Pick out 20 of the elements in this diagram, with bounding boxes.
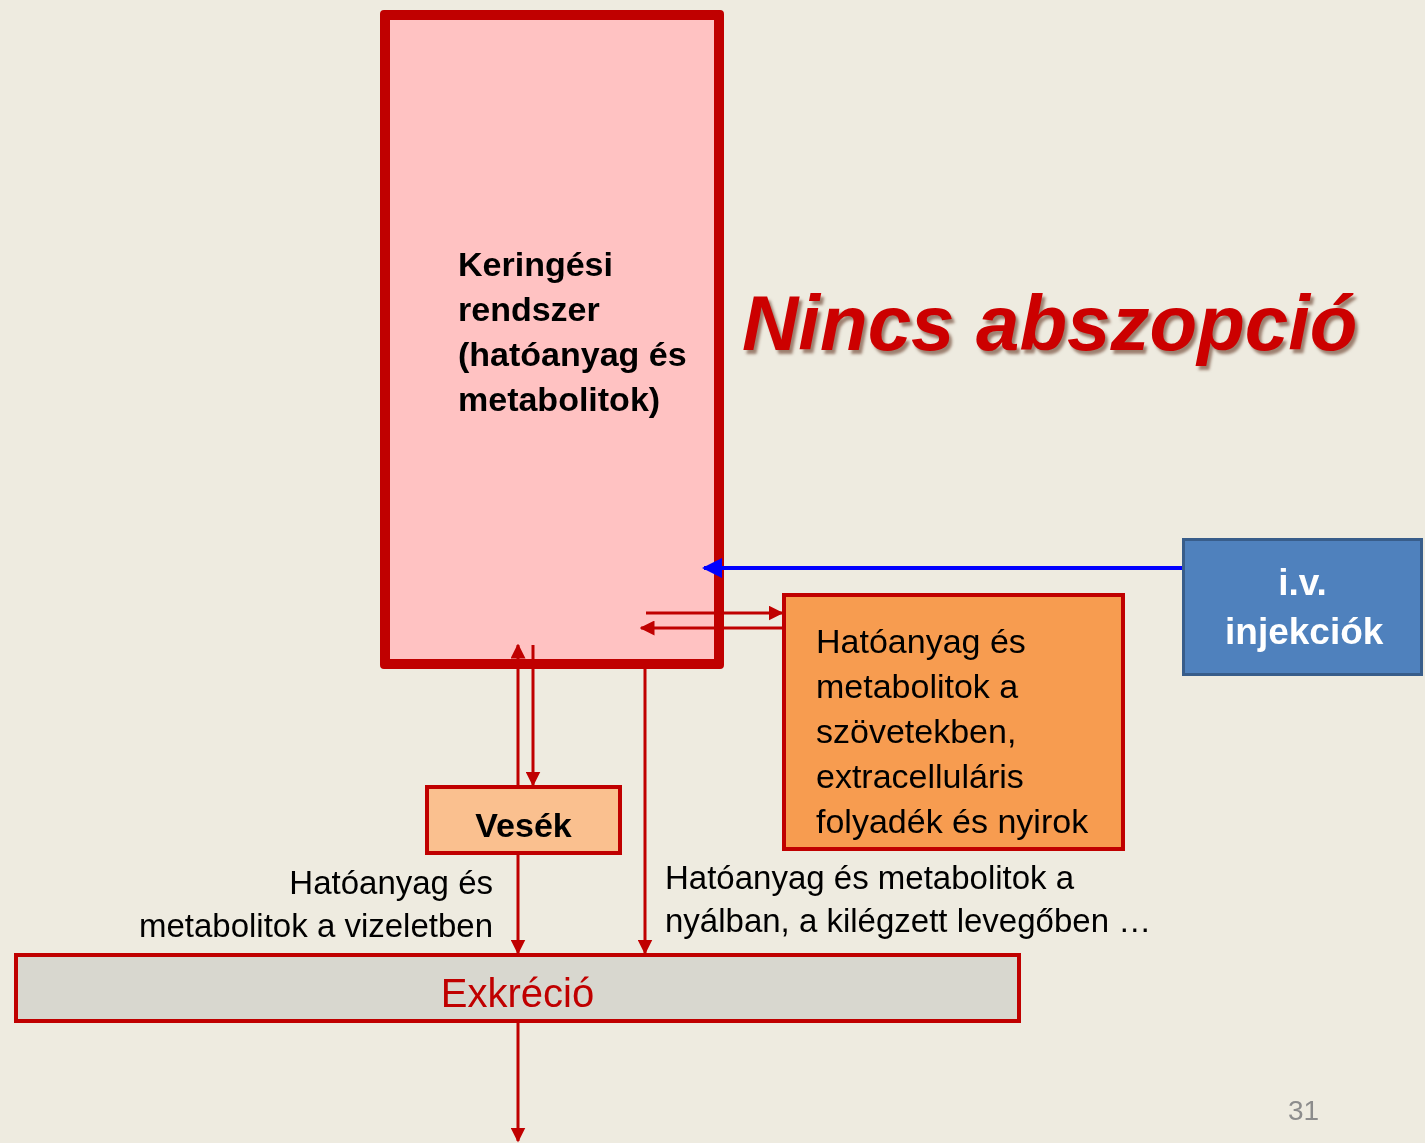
process-bar [14, 953, 1021, 1023]
slide-title: Nincs abszopció [742, 278, 1358, 369]
node-label: Keringési rendszer (hatóanyag és metabolitok) [458, 244, 688, 420]
page-number: 31 [1288, 1095, 1320, 1127]
arrow [702, 558, 1182, 578]
node-label: Hatóanyag és metabolitok a szövetekben, extracelluláris folyadék és nyirok [816, 621, 1090, 842]
node-label: Exkréció [439, 970, 596, 1017]
arrow [510, 643, 526, 785]
process-box [1182, 538, 1423, 676]
process-box [380, 10, 724, 669]
arrow [639, 620, 782, 636]
node-label: Vesék [474, 805, 573, 846]
process-box [425, 785, 622, 855]
arrow [525, 645, 541, 787]
arrow [510, 855, 526, 955]
edge-label: Hatóanyag és metabolitok a nyálban, a kilégzett levegőben … [665, 858, 1153, 941]
arrow [510, 1023, 526, 1143]
edge-label: Hatóanyag és metabolitok a vizeletben [137, 863, 493, 946]
process-box [782, 593, 1125, 851]
arrow [646, 605, 784, 621]
